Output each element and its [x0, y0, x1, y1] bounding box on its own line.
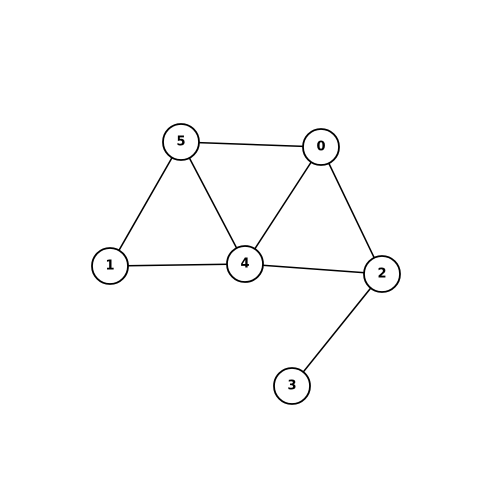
edge-n5-n1	[109, 141, 182, 267]
edge-n4-n2	[244, 263, 383, 275]
node-circle	[273, 367, 311, 405]
edge-n1-n4	[109, 263, 246, 267]
nodes-layer: 0 1 2 3 4 5	[91, 123, 401, 405]
node-circle	[162, 123, 200, 161]
node-label: 5	[176, 135, 185, 150]
node-label: 0	[316, 140, 325, 155]
edge-n2-n3	[291, 273, 383, 387]
node-circle	[91, 247, 129, 285]
node-circle	[302, 128, 340, 166]
graph-node-1: 1	[91, 247, 129, 285]
node-label: 2	[377, 267, 386, 282]
node-label: 1	[105, 259, 114, 274]
graph-node-2: 2	[363, 255, 401, 293]
edge-n0-n4	[244, 146, 322, 265]
node-circle	[226, 245, 264, 283]
graph-node-4: 4	[226, 245, 264, 283]
edge-n5-n0	[180, 141, 322, 148]
edge-n5-n4	[180, 141, 246, 265]
node-label: 4	[240, 257, 249, 272]
node-label: 3	[287, 379, 296, 394]
edges-layer	[109, 141, 383, 387]
edge-n0-n2	[320, 146, 383, 275]
node-circle	[363, 255, 401, 293]
graph-node-0: 0	[302, 128, 340, 166]
graph-node-3: 3	[273, 367, 311, 405]
graph-node-5: 5	[162, 123, 200, 161]
